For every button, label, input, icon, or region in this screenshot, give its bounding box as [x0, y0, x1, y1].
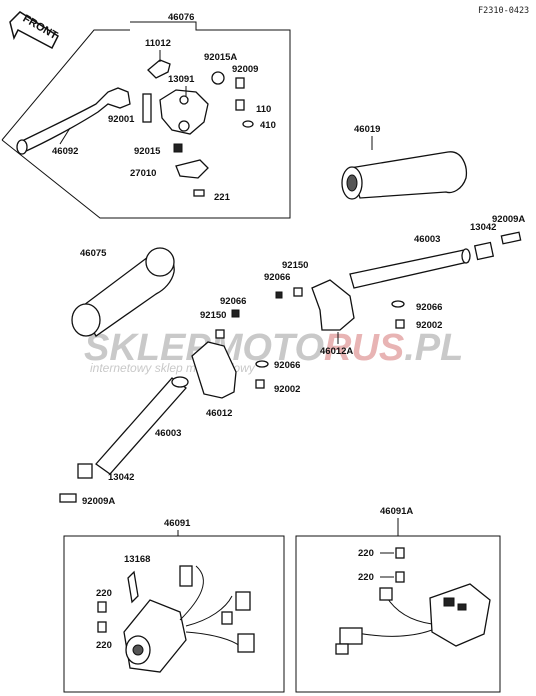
- clutch-lever-assembly: 46076 46092 11012 13091 92001 92015A 920…: [1, 12, 291, 219]
- label-92015: 92015: [134, 146, 161, 157]
- label-220-l2: 220: [96, 640, 112, 651]
- switch-housing-46091A: [429, 583, 491, 647]
- connector-b: [235, 591, 251, 611]
- weight-13042-right: [473, 241, 495, 261]
- screw-92009A-right: [500, 231, 522, 245]
- label-46091: 46091: [164, 518, 191, 529]
- bolt-92002-right: [395, 319, 405, 329]
- label-410: 410: [260, 120, 276, 131]
- watermark-brand-red: RUS: [324, 327, 404, 369]
- connector-a: [179, 565, 193, 587]
- screw-220-l1: [97, 601, 107, 613]
- right-handlebar-group: 46003 13042 92009A 46012A 92150 92066 92…: [264, 214, 525, 357]
- connector-e: [379, 587, 393, 601]
- nut-92066-left-a: [231, 309, 240, 318]
- label-92015A: 92015A: [204, 52, 237, 63]
- svg-text:SKLEPMOTORUS.PL: SKLEPMOTORUS.PL: [84, 327, 463, 369]
- screw-92150-right: [293, 287, 303, 297]
- pin-13168: [127, 570, 139, 604]
- label-46092: 46092: [52, 146, 78, 157]
- label-46003-right: 46003: [414, 234, 440, 245]
- label-220-r2: 220: [358, 572, 374, 583]
- label-92066-right-b: 92066: [416, 302, 442, 313]
- label-46019: 46019: [354, 124, 380, 135]
- pipe-46003-right: [349, 249, 469, 289]
- label-92002-left: 92002: [274, 384, 300, 395]
- right-grip-46019: [349, 151, 468, 199]
- label-92009A-left: 92009A: [82, 496, 115, 507]
- pipe-46003-left: [95, 377, 187, 475]
- label-221: 221: [214, 192, 231, 203]
- label-92150-right: 92150: [282, 260, 308, 271]
- label-92066-left-a: 92066: [220, 296, 246, 307]
- label-13091: 13091: [168, 74, 195, 85]
- screw-220-l2: [97, 621, 107, 633]
- switch-housing-left-box: 46091 13168 220 220: [63, 518, 285, 693]
- switch-11012: [147, 59, 171, 79]
- watermark-brand-suffix: .PL: [404, 327, 463, 369]
- watermark-brand-prefix: SKLEP: [84, 327, 211, 369]
- nut-92066-right-a: [275, 291, 283, 299]
- bolt-92001: [142, 93, 152, 123]
- lever-46092: [19, 87, 131, 153]
- label-92001: 92001: [108, 114, 135, 125]
- label-110: 110: [256, 104, 271, 115]
- label-46003-left: 46003: [155, 428, 181, 439]
- washer-92015A: [211, 71, 225, 85]
- bracket-line: [1, 29, 130, 141]
- label-92009A-right: 92009A: [492, 214, 525, 225]
- label-220-r1: 220: [358, 548, 374, 559]
- switch-27010: [175, 159, 209, 179]
- label-11012: 11012: [145, 38, 171, 49]
- label-13042-left: 13042: [108, 472, 134, 483]
- lever-holder-13091: [159, 89, 209, 135]
- connector-g: [335, 643, 349, 655]
- left-handlebar-group: 46003 13042 92009A 46012 92066 92150 920…: [59, 296, 300, 507]
- label-13168: 13168: [124, 554, 150, 565]
- screw-220-r1: [395, 547, 405, 559]
- screw-220-r2: [395, 571, 405, 583]
- washer-410: [242, 120, 254, 128]
- clamp-46012A: [311, 279, 355, 331]
- label-92150-left: 92150: [200, 310, 226, 321]
- switch-housing-right-box: 46091A 220 220: [295, 506, 501, 693]
- connector-f: [339, 627, 363, 645]
- label-46012A: 46012A: [320, 346, 353, 357]
- washer-92066-left-b: [255, 360, 269, 368]
- label-46012: 46012: [206, 408, 232, 419]
- label-92066-right-a: 92066: [264, 272, 290, 283]
- connector-d: [221, 611, 233, 625]
- label-27010: 27010: [130, 168, 156, 179]
- left-grip-group: 46075: [71, 247, 175, 337]
- screw-92150-left: [215, 329, 225, 339]
- screw-92009-top: [235, 77, 245, 89]
- lever-tip: [16, 139, 28, 155]
- front-arrow-icon: [9, 11, 59, 50]
- front-arrow: FRONT: [9, 11, 60, 50]
- diagram-code: F2310-0423: [478, 6, 529, 16]
- bolt-92002-left: [255, 379, 265, 389]
- label-92002-right: 92002: [416, 320, 442, 331]
- nut-92015: [173, 143, 183, 153]
- bracket-frame-bottom: [1, 139, 205, 219]
- label-46091A: 46091A: [380, 506, 413, 517]
- right-grip-group: 46019: [341, 124, 468, 200]
- connector-c: [237, 633, 255, 653]
- bracket-frame: [130, 21, 291, 219]
- label-92009-top: 92009: [232, 64, 258, 75]
- washer-92066-right-b: [391, 300, 405, 308]
- bolt-110: [235, 99, 245, 111]
- label-46076: 46076: [168, 12, 194, 23]
- label-13042-right: 13042: [470, 222, 496, 233]
- label-220-l1: 220: [96, 588, 112, 599]
- label-46075: 46075: [80, 248, 107, 259]
- label-92066-left-b: 92066: [274, 360, 300, 371]
- weight-13042-left: [77, 463, 93, 479]
- clamp-46012: [191, 341, 237, 399]
- screw-221: [193, 189, 205, 197]
- screw-92009A-left: [59, 493, 77, 503]
